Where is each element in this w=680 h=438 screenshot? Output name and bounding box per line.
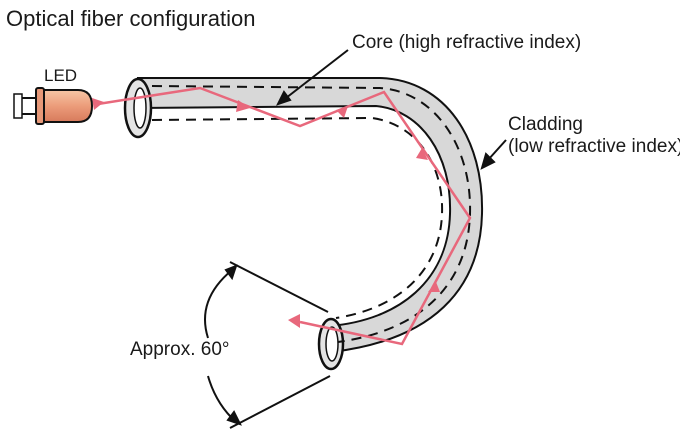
core-leader-arrow [276,90,292,106]
angle-arrow-lower [226,410,242,426]
ray-arrow-5 [428,282,440,292]
led-rim [35,87,45,125]
light-ray [92,86,472,346]
output-core-face [325,326,339,362]
cladding-leader-arrow [480,152,496,170]
cladding-label-line2: (low refractive index) [508,135,680,157]
cladding-leader [487,139,507,161]
fiber-cladding [123,77,484,371]
angle-label: Approx. 60° [130,339,230,360]
core-boundary [151,85,472,343]
angle-arc [204,269,233,339]
led [13,87,94,125]
cladding-label: Cladding (low refractive index) [508,114,680,158]
led-lead-block [13,93,23,119]
core-boundary-inner [151,116,444,319]
ray-arrow-3 [336,106,348,118]
core-label: Core (high refractive index) [352,32,582,53]
led-label: LED [44,66,78,85]
core-leader [285,49,349,99]
ray-arrow-output [288,314,300,328]
angle-arrow-upper [224,264,238,281]
cladding-label-line1: Cladding [508,114,583,135]
angle-indicator [204,261,331,429]
input-core-face [133,87,147,129]
angle-line-lower [229,375,331,429]
core-boundary-outer [151,85,472,343]
leader-lines [276,49,507,170]
ray-arrow-4 [416,148,428,160]
led-body [37,89,94,123]
diagram-title: Optical fiber configuration [6,6,256,31]
angle-line-upper [229,261,329,313]
ray-arrow-2 [236,100,250,112]
light-ray-path [97,86,472,346]
ray-arrow-input [92,98,104,110]
